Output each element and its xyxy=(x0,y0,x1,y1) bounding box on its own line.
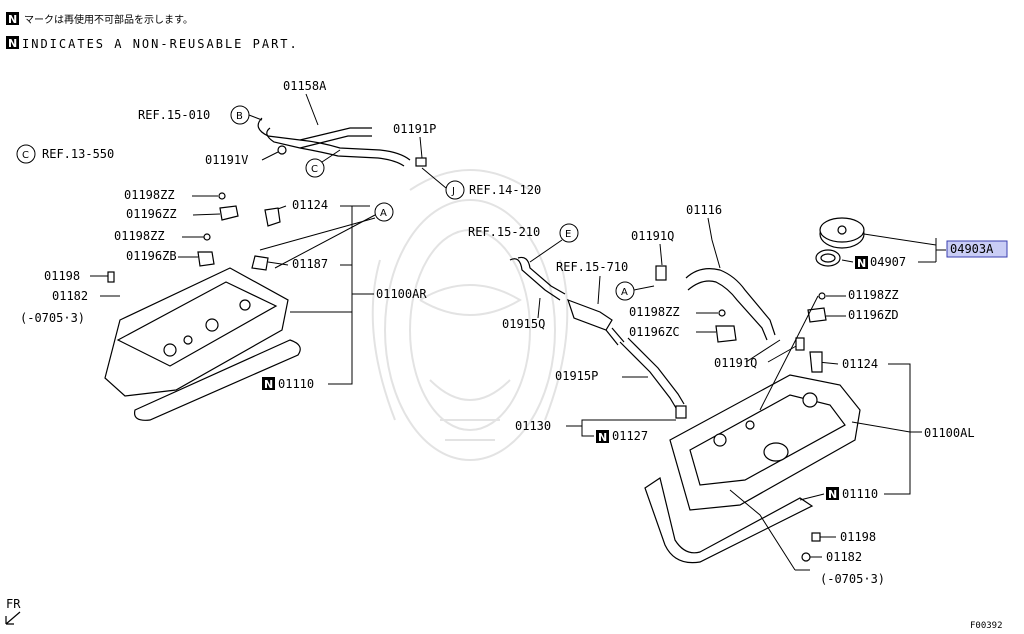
label-01182-right: 01182 xyxy=(826,550,862,564)
n-mark-01127: N xyxy=(596,430,609,444)
ref-letter-E: E xyxy=(565,229,571,240)
label-01191V: 01191V xyxy=(205,153,248,167)
breather-hose-01116[interactable] xyxy=(685,268,776,341)
label-01124-right: 01124 xyxy=(842,357,878,371)
watermark-emblem xyxy=(371,169,569,461)
highlighted-part-04903A[interactable] xyxy=(946,240,1008,258)
label-01198ZZ-a: 01198ZZ xyxy=(124,188,175,202)
label-01196ZZ: 01196ZZ xyxy=(126,207,177,221)
ref-letter-B: B xyxy=(236,111,243,122)
label-01196ZC: 01196ZC xyxy=(629,325,680,339)
front-label: FR xyxy=(6,597,21,611)
ref-circle-J xyxy=(445,180,465,200)
valve-cover-gasket-right[interactable] xyxy=(644,477,814,564)
label-01915Q: 01915Q xyxy=(502,317,545,331)
label-ref-15-010: REF.15-010 xyxy=(138,108,210,122)
pcv-hose-01915Q[interactable] xyxy=(509,256,566,301)
label-04903A[interactable]: 04903A xyxy=(950,242,994,256)
label-01110-right: 01110 xyxy=(842,487,878,501)
label-01100AR: 01100AR xyxy=(376,287,427,301)
label-01198-left: 01198 xyxy=(44,269,80,283)
label-ref-15-710: REF.15-710 xyxy=(556,260,628,274)
ref-circle-A-right xyxy=(615,281,635,301)
ref-circle-A-left xyxy=(374,202,394,222)
label-01182-left: 01182 xyxy=(52,289,88,303)
svg-text:N: N xyxy=(828,488,837,501)
svg-text:N: N xyxy=(857,257,866,270)
label-01196ZD: 01196ZD xyxy=(848,308,899,322)
label-01198-right: 01198 xyxy=(840,530,876,544)
label-01127: 01127 xyxy=(612,429,648,443)
ref-circle-C-left xyxy=(305,158,325,178)
label-ref-13-550: REF.13-550 xyxy=(42,147,114,161)
label-01191Q-a: 01191Q xyxy=(631,229,674,243)
breather-hose-01158A[interactable] xyxy=(257,117,411,167)
front-arrow-icon xyxy=(5,611,21,625)
label-01187: 01187 xyxy=(292,257,328,271)
svg-text:N: N xyxy=(264,378,273,391)
header-note-jp: N マークは再使用不可部品を示します。 xyxy=(6,12,193,26)
n-mark-letter: N xyxy=(8,37,17,50)
label-01196ZB: 01196ZB xyxy=(126,249,177,263)
valve-cover-right[interactable] xyxy=(669,374,861,511)
label-01198ZZ-b: 01198ZZ xyxy=(114,229,165,243)
figure-code: F00392 xyxy=(970,621,1003,631)
pcv-connector[interactable] xyxy=(567,298,625,346)
ref-letter-C: C xyxy=(22,150,29,161)
label-01198ZZ-c: 01198ZZ xyxy=(629,305,680,319)
ref-circle-C-legend xyxy=(16,144,36,164)
n-mark-icon xyxy=(6,36,19,49)
label-01198ZZ-d: 01198ZZ xyxy=(848,288,899,302)
label-01915P: 01915P xyxy=(555,369,598,383)
n-mark-icon xyxy=(6,12,19,25)
oil-filler-cap[interactable] xyxy=(819,217,865,249)
label-01191Q-b: 01191Q xyxy=(714,356,757,370)
label-01158A: 01158A xyxy=(283,79,327,93)
valve-cover-gasket-left[interactable] xyxy=(133,339,301,421)
label-ref-15-210: REF.15-210 xyxy=(468,225,540,239)
filler-cap-gasket[interactable] xyxy=(815,249,841,267)
ref-circle-E xyxy=(559,223,579,243)
label-0705-right: (-0705·3) xyxy=(820,572,885,586)
header-note-en: N INDICATES A NON-REUSABLE PART. xyxy=(6,36,299,51)
n-mark-01110-left: N xyxy=(262,377,275,391)
svg-text:N: N xyxy=(598,431,607,444)
ref-letter-A: A xyxy=(380,208,387,219)
pcv-hose-01915P[interactable] xyxy=(619,337,687,419)
ref-letter-C: C xyxy=(311,164,318,175)
label-04907: 04907 xyxy=(870,255,906,269)
ref-letter-A: A xyxy=(621,287,628,298)
label-ref-14-120: REF.14-120 xyxy=(469,183,541,197)
label-01116: 01116 xyxy=(686,203,722,217)
note-en-text: INDICATES A NON-REUSABLE PART. xyxy=(22,37,299,51)
n-mark-01110-right: N xyxy=(826,487,839,501)
label-01124-left: 01124 xyxy=(292,198,328,212)
label-01100AL: 01100AL xyxy=(924,426,975,440)
note-jp-text: マークは再使用不可部品を示します。 xyxy=(24,13,193,26)
label-01110-left: 01110 xyxy=(278,377,314,391)
label-01130: 01130 xyxy=(515,419,551,433)
ref-letter-J: J xyxy=(451,186,455,197)
label-0705-left: (-0705·3) xyxy=(20,311,85,325)
n-mark-letter: N xyxy=(8,13,17,26)
n-mark-04907: N xyxy=(855,256,868,270)
valve-cover-left[interactable] xyxy=(104,267,289,397)
label-01191P: 01191P xyxy=(393,122,436,136)
